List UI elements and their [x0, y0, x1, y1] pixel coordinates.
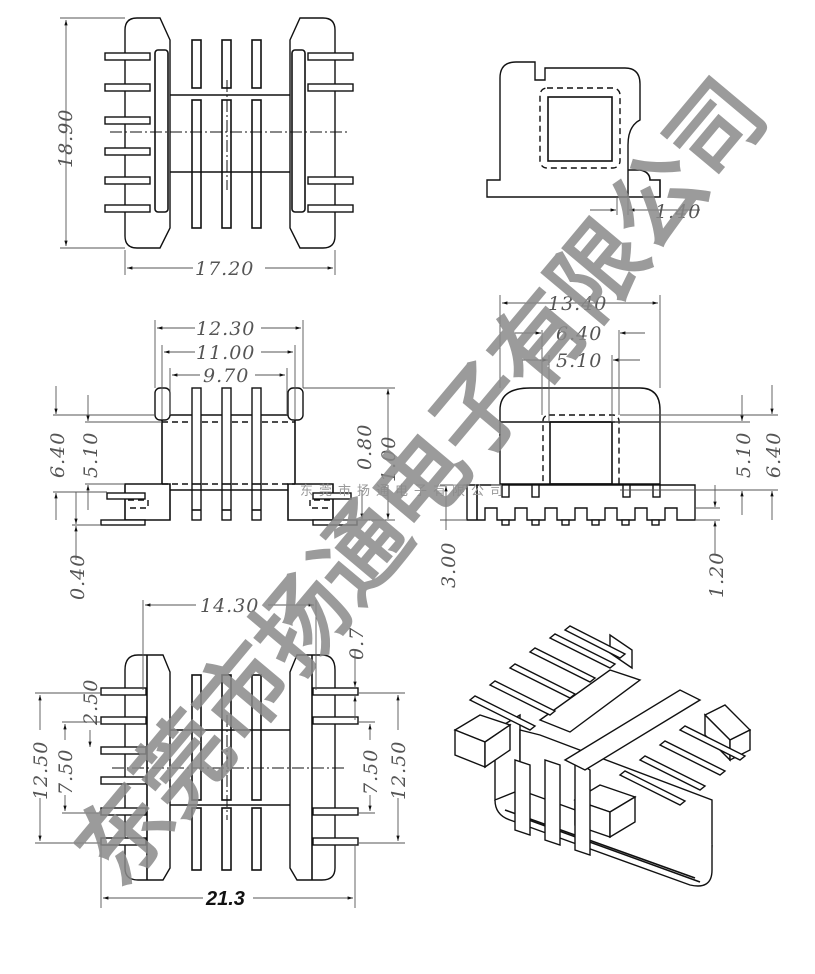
dim-13-40: 13.40 [548, 293, 607, 315]
bottom-view: 14.30 0.7 2.50 12.50 7.50 7.50 12.50 21.… [28, 595, 410, 910]
dim-12-50-left: 12.50 [30, 741, 52, 800]
bottom-right-pins [312, 687, 359, 846]
front-view-left: 12.30 11.00 9.70 6.40 5.10 0.40 0.80 1.0… [47, 318, 400, 600]
side-view: 1.40 [486, 61, 701, 223]
base-pins [501, 484, 661, 526]
left-pins [104, 52, 151, 213]
dim-gap-1-40: 1.40 [655, 201, 701, 223]
bottom-left-pins [100, 687, 147, 846]
iso-pins [468, 625, 747, 806]
dim-0-7: 0.7 [346, 627, 368, 660]
dim-7-50-left: 7.50 [55, 749, 77, 795]
dim-5-10-left: 5.10 [80, 432, 102, 478]
dim-0-40: 0.40 [67, 554, 89, 600]
dim-width-17-20: 17.20 [195, 258, 254, 280]
front-view-right: 13.40 6.40 5.10 5.10 6.40 1.20 3.00 [438, 293, 785, 598]
dim-1-20: 1.20 [706, 552, 728, 598]
dim-9-70: 9.70 [203, 365, 249, 387]
isometric-view [453, 625, 752, 887]
dim-11-00: 11.00 [196, 342, 255, 364]
dim-6-40-right: 6.40 [763, 432, 785, 478]
dim-3-00: 3.00 [438, 542, 460, 588]
right-flange [289, 17, 336, 249]
dim-1-00: 1.00 [378, 436, 400, 482]
dim-2-50: 2.50 [80, 679, 102, 726]
dim-5-10-right: 5.10 [733, 432, 755, 478]
left-flange [124, 17, 171, 249]
dim-0-80: 0.80 [354, 424, 376, 470]
dim-14-30: 14.30 [200, 595, 259, 617]
top-view: 18.90 17.20 [55, 17, 354, 280]
dim-6-40-core: 6.40 [556, 323, 602, 345]
dim-21-3: 21.3 [205, 888, 245, 910]
dim-7-50-right: 7.50 [360, 749, 382, 795]
right-pins [307, 52, 354, 213]
dim-12-30: 12.30 [196, 318, 255, 340]
dim-12-50-right: 12.50 [388, 741, 410, 800]
watermark-small: 东莞市扬通电子有限公司 [300, 483, 509, 499]
side-body [486, 61, 641, 198]
core-housing [499, 387, 661, 485]
dim-5-10-core: 5.10 [556, 350, 602, 372]
dim-height-18-90: 18.90 [55, 109, 77, 168]
dim-6-40-left: 6.40 [47, 432, 69, 478]
